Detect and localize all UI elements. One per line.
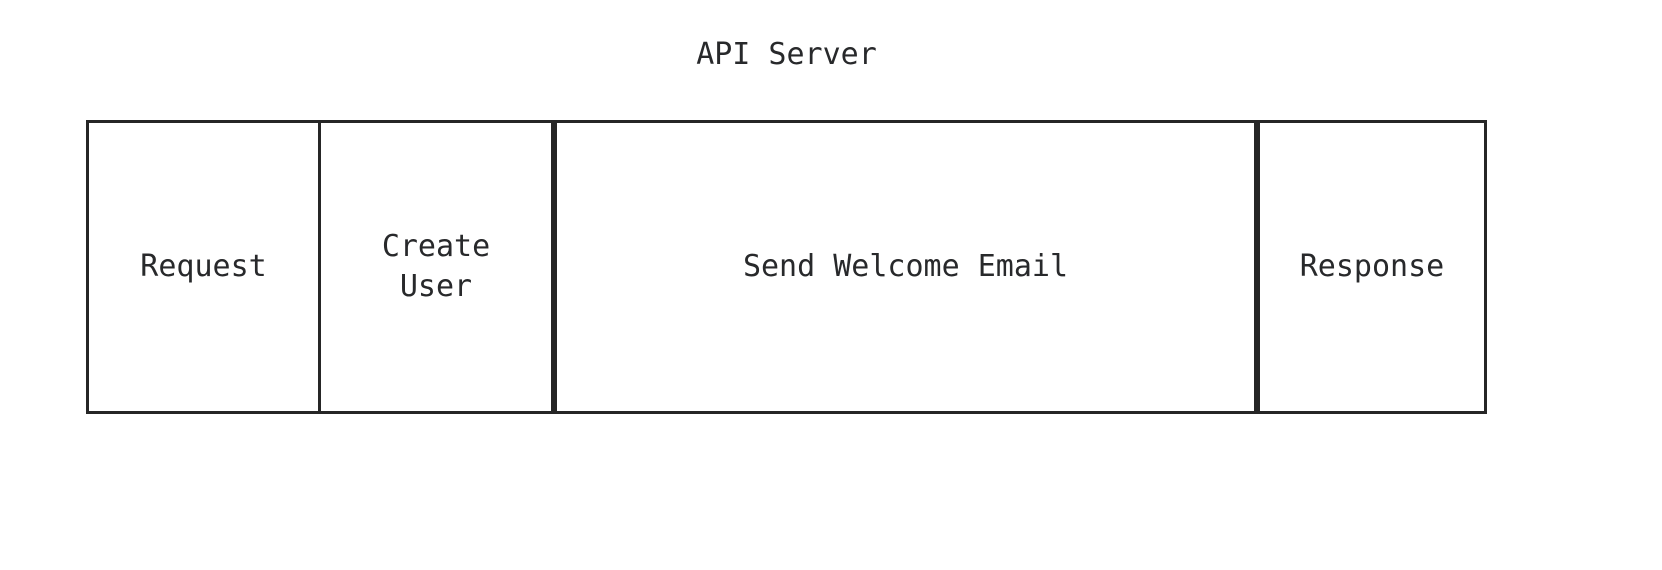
timeline-segment-response[interactable]: Response: [1254, 123, 1484, 411]
timeline-segment-request[interactable]: Request: [89, 123, 318, 411]
segment-label: Create User: [381, 229, 491, 304]
segment-label: Response: [1299, 249, 1445, 284]
timeline-bar: Request Create User Send Welcome Email R…: [86, 120, 1487, 414]
segment-label: Request: [140, 249, 267, 284]
segment-label: Send Welcome Email: [742, 249, 1069, 284]
timeline-segment-send-welcome-email[interactable]: Send Welcome Email: [551, 123, 1254, 411]
page-title: API Server: [696, 37, 877, 72]
timeline-segment-create-user[interactable]: Create User: [318, 123, 551, 411]
